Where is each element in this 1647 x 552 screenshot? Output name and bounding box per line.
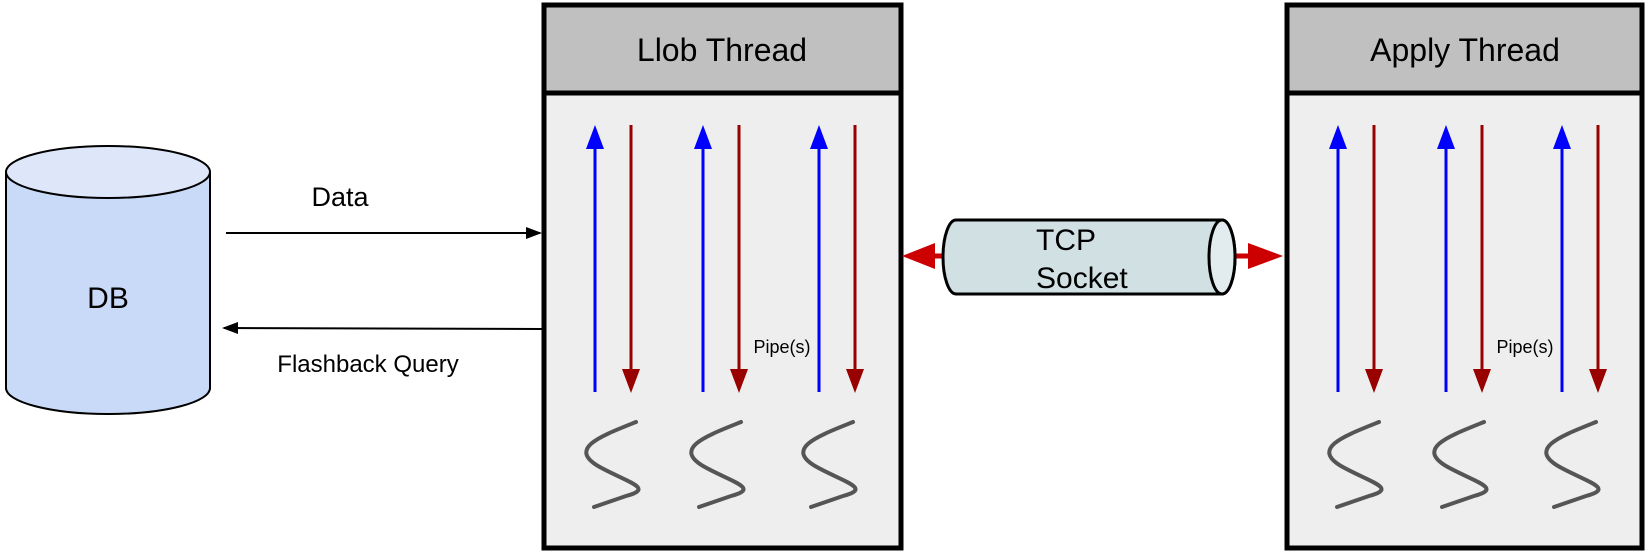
pipe-down-arrowhead [1365,369,1383,393]
tcp-socket[interactable]: TCP Socket [902,218,1283,296]
pipe-up-arrowhead [1329,125,1347,149]
socket-right-arrowhead [1248,243,1283,269]
apply-pipe-label: Pipe(s) [1496,337,1553,357]
llob-pipes [586,125,864,393]
thread-squiggle-icon [801,420,858,509]
pipe-up-arrowhead [586,125,604,149]
pipe-up-arrowhead [1553,125,1571,149]
pipe-down-arrowhead [1589,369,1607,393]
pipe-down-arrowhead [846,369,864,393]
apply-threads [1327,420,1601,509]
thread-squiggle-icon [1327,420,1384,509]
pipe-down-arrowhead [730,369,748,393]
llob-threads [584,420,858,509]
llob-thread-title: Llob Thread [637,32,807,68]
socket-end-cap [1207,218,1237,296]
apply-pipes [1329,125,1607,393]
db-cylinder[interactable]: DB [5,145,211,415]
llob-pipe-label: Pipe(s) [753,337,810,357]
db-label: DB [87,282,129,315]
pipe-up-arrowhead [694,125,712,149]
thread-squiggle-icon [1544,420,1601,509]
apply-thread-title: Apply Thread [1370,32,1560,68]
thread-squiggle-icon [1432,420,1489,509]
llob-thread-box[interactable]: Llob Thread Pipe(s) [541,2,904,551]
data-arrowhead [526,227,542,239]
data-label: Data [311,182,369,212]
pipe-up-arrowhead [1437,125,1455,149]
socket-label-line1: TCP [1036,224,1096,257]
socket-left-arrowhead [902,243,935,269]
pipe-down-arrowhead [622,369,640,393]
pipe-up-arrowhead [810,125,828,149]
thread-squiggle-icon [584,420,641,509]
flashback-arrow [223,327,543,330]
apply-thread-box[interactable]: Apply Thread Pipe(s) [1284,2,1645,551]
apply-thread-header [1284,2,1645,96]
flashback-label: Flashback Query [277,351,458,378]
llob-thread-header [541,2,904,96]
flashback-edge: Flashback Query [222,322,543,378]
pipe-down-arrowhead [1473,369,1491,393]
socket-label-line2: Socket [1036,262,1128,295]
thread-squiggle-icon [689,420,746,509]
data-edge: Data [226,182,542,239]
flashback-arrowhead [222,322,238,334]
